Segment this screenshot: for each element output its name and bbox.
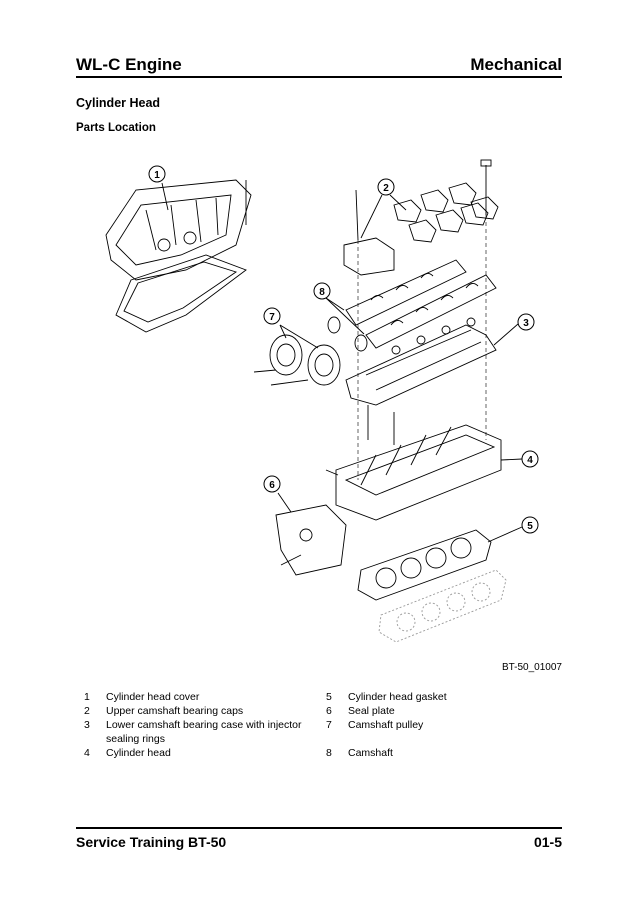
legend-text: Cylinder head (106, 747, 171, 759)
legend-text: Camshaft pulley (348, 719, 424, 731)
lower-bearing-case-drawing (345, 317, 497, 406)
callout-8 (313, 282, 331, 300)
parts-legend-left: 1 Cylinder head cover 2 Upper camshaft b… (84, 690, 314, 760)
legend-number: 5 (326, 691, 332, 703)
cylinder-head-drawing (325, 424, 502, 521)
callout-label: 6 (269, 480, 275, 491)
camshaft-drawing (345, 259, 497, 349)
header-title: WL-C Engine (76, 55, 182, 74)
parts-legend-right: 5 Cylinder head gasket 6 Seal plate 7 Ca… (326, 690, 556, 760)
legend-text: Upper camshaft bearing caps (106, 705, 244, 717)
callout-6 (263, 475, 281, 493)
seal-plate-drawing (275, 504, 347, 576)
footer-title: Service Training BT-50 (76, 834, 227, 850)
callout-label: 8 (319, 287, 325, 298)
exploded-parts-diagram: 1 2 3 4 5 6 7 8 (105, 159, 539, 643)
footer-rule (76, 827, 562, 829)
section-title: Cylinder Head (76, 96, 161, 110)
legend-item: 1 Cylinder head cover (84, 690, 314, 704)
callout-label: 1 (154, 170, 160, 181)
callout-label: 3 (523, 318, 529, 329)
legend-text: Seal plate (348, 705, 395, 717)
callout-7 (263, 307, 281, 325)
legend-number: 3 (84, 719, 90, 731)
figure-caption: BT-50_01007 (501, 662, 562, 673)
legend-number: 7 (326, 719, 332, 731)
callout-label: 5 (527, 521, 533, 532)
header-rule (76, 76, 562, 78)
head-gasket-drawing (357, 529, 492, 601)
legend-text: Cylinder head cover (106, 691, 200, 703)
callout-label: 4 (527, 455, 533, 466)
callout-4 (521, 450, 539, 468)
legend-text: Camshaft (348, 747, 393, 759)
legend-number: 8 (326, 747, 332, 759)
camshaft-pulley-drawing (269, 334, 341, 386)
callout-3 (517, 313, 535, 331)
callout-5 (521, 516, 539, 534)
callout-label: 2 (383, 183, 389, 194)
legend-number: 2 (84, 705, 90, 717)
legend-item: 2 Upper camshaft bearing caps (84, 704, 314, 718)
legend-number: 1 (84, 691, 90, 703)
legend-number: 4 (84, 747, 90, 759)
gasket-variant-drawing (378, 569, 507, 643)
subsection-title: Parts Location (76, 122, 156, 134)
bearing-caps-drawing (343, 182, 499, 276)
callout-1 (148, 165, 166, 183)
legend-item: 4 Cylinder head (84, 746, 314, 760)
legend-text: Cylinder head gasket (348, 691, 447, 703)
legend-item: 3 Lower camshaft bearing case with injec… (84, 718, 314, 746)
legend-item: 6 Seal plate (326, 704, 556, 718)
legend-item: 7 Camshaft pulley (326, 718, 556, 732)
callout-2 (377, 178, 395, 196)
legend-item: 8 Camshaft (326, 746, 556, 760)
page-number: 01-5 (533, 834, 562, 850)
header-section: Mechanical (470, 55, 562, 74)
legend-number: 6 (326, 705, 332, 717)
callout-label: 7 (269, 312, 275, 323)
legend-text: Lower camshaft bearing case with injecto… (106, 719, 302, 745)
cylinder-head-cover-drawing (105, 179, 252, 333)
legend-item: 5 Cylinder head gasket (326, 690, 556, 704)
